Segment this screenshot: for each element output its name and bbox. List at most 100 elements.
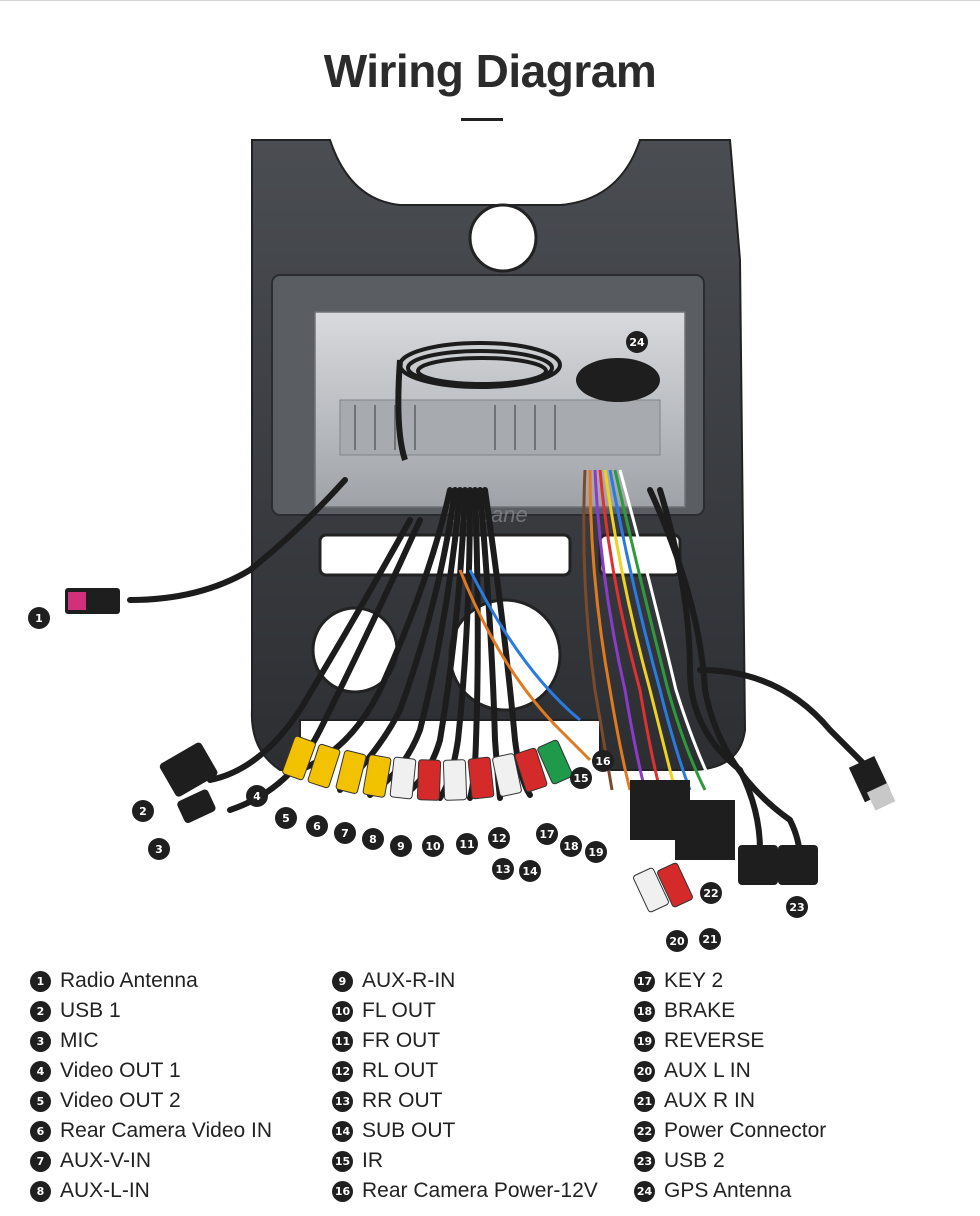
marker-18: 18 [560,835,582,857]
legend-item: 1 Radio Antenna [30,966,272,996]
marker-4: 4 [246,785,268,807]
legend-number: 20 [634,1060,655,1082]
legend-number: 6 [30,1120,51,1142]
chassis-vent [339,399,661,456]
legend-label: Video OUT 2 [60,1089,181,1112]
legend-item: 24 GPS Antenna [634,1176,826,1206]
legend-label: SUB OUT [362,1119,456,1142]
legend-label: AUX L IN [664,1059,751,1082]
legend-label: USB 1 [60,999,121,1022]
marker-16: 16 [592,750,614,772]
legend-label: GPS Antenna [664,1179,792,1202]
legend-number: 17 [634,970,655,992]
head-unit-illustration: Seicane [65,139,896,913]
legend-label: BRAKE [664,999,736,1022]
legend-label: Rear Camera Video IN [60,1119,273,1142]
legend-number: 13 [332,1090,353,1112]
legend-item: 11 FR OUT [332,1026,598,1056]
aux-l-in-plug [633,867,669,913]
legend-label: REVERSE [664,1029,765,1052]
legend-number: 1 [30,970,51,992]
legend-item: 9 AUX-R-IN [332,966,598,996]
legend-item: 15 IR [332,1146,598,1176]
marker-8: 8 [362,828,384,850]
marker-19: 19 [585,841,607,863]
legend-number: 3 [30,1030,51,1052]
legend-item: 16 Rear Camera Power-12V [332,1176,598,1206]
marker-10: 10 [422,835,444,857]
legend-label: USB 2 [664,1149,725,1172]
legend-number: 9 [332,970,353,992]
marker-17: 17 [536,823,558,845]
usb1-plug [159,742,218,797]
radio-antenna-plug-tip [68,592,86,610]
legend-number: 18 [634,1000,655,1022]
legend-label: Video OUT 1 [60,1059,181,1082]
page-title: Wiring Diagram [323,45,657,97]
top-divider [0,0,980,1]
marker-9: 9 [390,835,412,857]
marker-14: 14 [519,860,541,882]
marker-3: 3 [148,838,170,860]
power-connector-block-2 [675,800,735,860]
legend-number: 24 [634,1180,655,1202]
legend-number: 15 [332,1150,353,1172]
legend-number: 16 [332,1180,353,1202]
legend-number: 23 [634,1150,655,1172]
legend-item: 20 AUX L IN [634,1056,826,1086]
gps-antenna-puck [576,358,660,402]
marker-21: 21 [699,928,721,950]
legend-label: AUX-L-IN [60,1179,150,1202]
marker-7: 7 [334,822,356,844]
legend-number: 8 [30,1180,51,1202]
legend-item: 23 USB 2 [634,1146,826,1176]
legend-number: 11 [332,1030,353,1052]
legend-label: Rear Camera Power-12V [362,1179,598,1202]
marker-20: 20 [666,930,688,952]
legend-item: 22 Power Connector [634,1116,826,1146]
legend-label: KEY 2 [664,969,724,992]
legend-number: 21 [634,1090,655,1112]
legend-label: FR OUT [362,1029,441,1052]
aux-r-in-plug [657,862,693,908]
marker-2: 2 [132,800,154,822]
legend-item: 18 BRAKE [634,996,826,1026]
marker-13: 13 [492,858,514,880]
legend-label: Radio Antenna [60,969,198,992]
legend-number: 12 [332,1060,353,1082]
legend-label: MIC [60,1029,99,1052]
legend-label: FL OUT [362,999,436,1022]
legend-label: AUX-V-IN [60,1149,152,1172]
legend-label: RR OUT [362,1089,443,1112]
legend-number: 19 [634,1030,655,1052]
wiring-diagram: Seicane [0,130,980,960]
legend-number: 22 [634,1120,655,1142]
legend-label: IR [362,1149,383,1172]
frame-hole [468,203,538,273]
legend-number: 5 [30,1090,51,1112]
usb2-plug-a [738,845,778,885]
marker-5: 5 [275,807,297,829]
usb-male-tip [866,783,896,811]
marker-15: 15 [570,767,592,789]
marker-23: 23 [786,896,808,918]
usb2-plug-b [778,845,818,885]
legend-label: AUX-R-IN [362,969,456,992]
legend-item: 6 Rear Camera Video IN [30,1116,272,1146]
marker-24: 24 [626,331,648,353]
marker-12: 12 [488,827,510,849]
marker-11: 11 [456,833,478,855]
legend-item: 3 MIC [30,1026,272,1056]
legend-item: 17 KEY 2 [634,966,826,996]
legend-item: 5 Video OUT 2 [30,1086,272,1116]
legend-label: Power Connector [664,1119,827,1142]
legend-item: 13 RR OUT [332,1086,598,1116]
